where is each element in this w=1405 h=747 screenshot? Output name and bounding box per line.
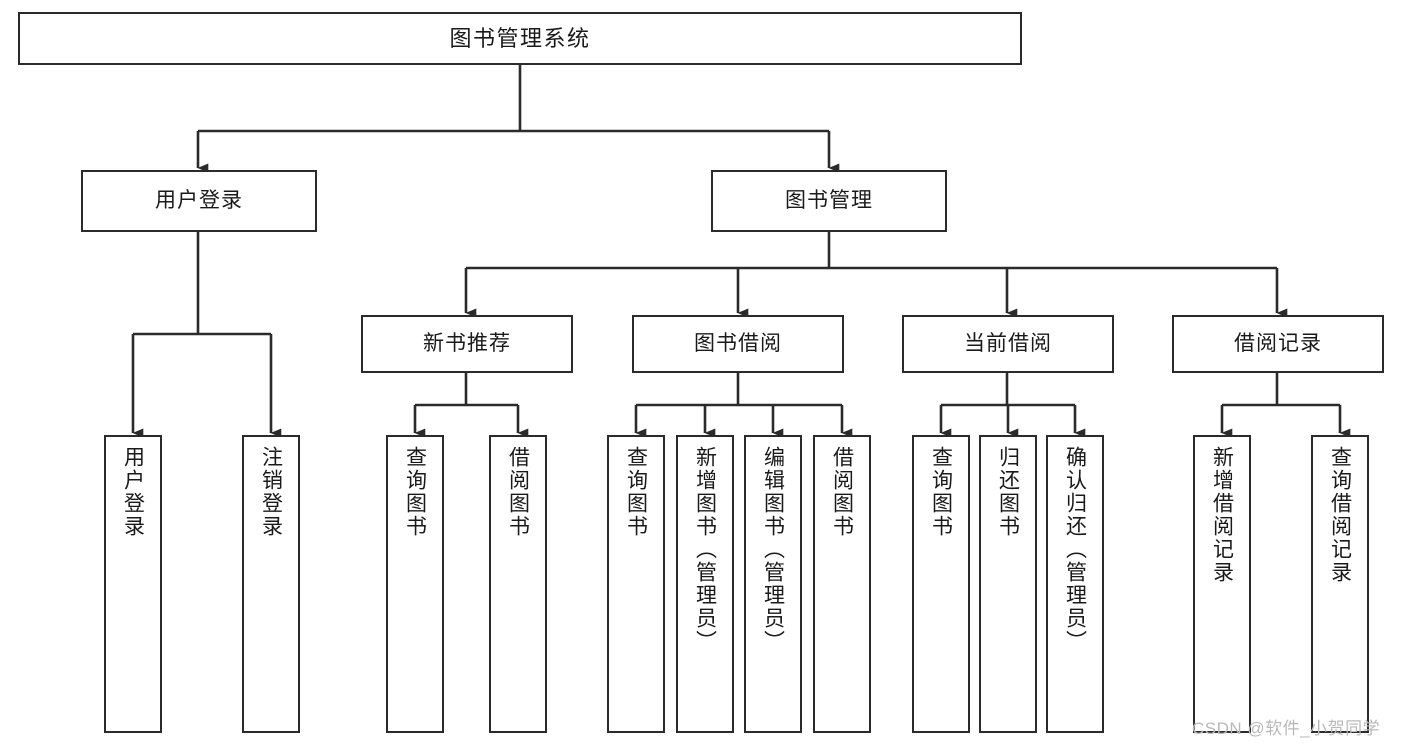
node-leaf-query-record[interactable]: 查询借阅记录 xyxy=(1311,435,1369,733)
node-book-manage[interactable]: 图书管理 xyxy=(711,170,947,232)
node-leaf-add-record[interactable]: 新增借阅记录 xyxy=(1193,435,1251,733)
node-leaf-edit-book[interactable]: 编辑图书（管理员） xyxy=(744,435,802,733)
node-label: 图书管理 xyxy=(785,188,873,212)
node-label: 新增借阅记录 xyxy=(1210,446,1234,584)
node-label: 用户登录 xyxy=(121,446,145,538)
node-leaf-add-book[interactable]: 新增图书（管理员） xyxy=(676,435,734,733)
node-label: 用户登录 xyxy=(155,188,243,212)
node-leaf-return-book[interactable]: 归还图书 xyxy=(979,435,1037,733)
node-label: 归还图书 xyxy=(996,446,1020,538)
node-label: 图书管理系统 xyxy=(449,25,591,51)
node-root-system[interactable]: 图书管理系统 xyxy=(18,12,1022,65)
node-label: 借阅图书 xyxy=(830,446,854,538)
node-label: 图书借阅 xyxy=(694,331,782,355)
node-label: 借阅图书 xyxy=(506,446,530,538)
node-new-book-recommend[interactable]: 新书推荐 xyxy=(361,315,573,373)
node-label: 查询借阅记录 xyxy=(1328,446,1352,584)
node-label: 确认归还（管理员） xyxy=(1063,446,1087,653)
node-label: 编辑图书（管理员） xyxy=(761,446,785,653)
node-borrow-record[interactable]: 借阅记录 xyxy=(1172,315,1384,373)
node-current-borrow[interactable]: 当前借阅 xyxy=(902,315,1114,373)
node-label: 查询图书 xyxy=(403,446,427,538)
node-label: 新增图书（管理员） xyxy=(693,446,717,653)
node-label: 新书推荐 xyxy=(423,331,511,355)
node-label: 查询图书 xyxy=(929,446,953,538)
node-user-login[interactable]: 用户登录 xyxy=(81,170,317,232)
node-leaf-confirm-return[interactable]: 确认归还（管理员） xyxy=(1046,435,1104,733)
node-leaf-logout-login[interactable]: 注销登录 xyxy=(242,435,300,733)
node-leaf-user-login[interactable]: 用户登录 xyxy=(104,435,162,733)
node-book-borrow[interactable]: 图书借阅 xyxy=(632,315,844,373)
node-leaf-query-book-1[interactable]: 查询图书 xyxy=(386,435,444,733)
node-leaf-borrow-book-1[interactable]: 借阅图书 xyxy=(489,435,547,733)
node-label: 注销登录 xyxy=(259,446,283,538)
node-leaf-borrow-book-2[interactable]: 借阅图书 xyxy=(813,435,871,733)
node-label: 查询图书 xyxy=(624,446,648,538)
node-label: 借阅记录 xyxy=(1234,331,1322,355)
node-label: 当前借阅 xyxy=(964,331,1052,355)
node-leaf-query-book-2[interactable]: 查询图书 xyxy=(607,435,665,733)
node-leaf-query-book-3[interactable]: 查询图书 xyxy=(912,435,970,733)
